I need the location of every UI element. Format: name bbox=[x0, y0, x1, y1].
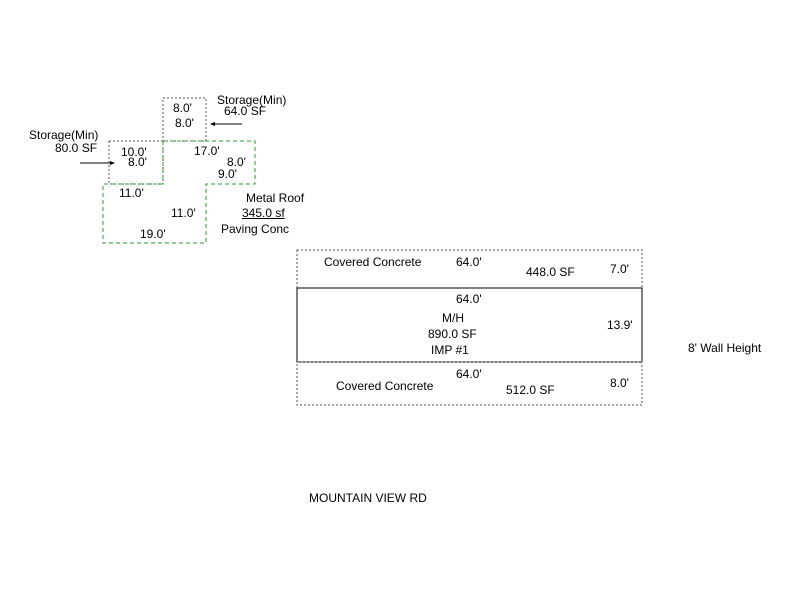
covered-concrete-top-outline bbox=[296, 249, 643, 289]
metal-roof-dim-bottom: 19.0' bbox=[140, 227, 166, 241]
storage-small-dim-side: 8.0' bbox=[175, 116, 194, 130]
metal-roof-dim-mid: 11.0' bbox=[171, 206, 196, 220]
metal-roof-area: 345.0 sf bbox=[242, 206, 285, 220]
covered-concrete-top-depth: 7.0' bbox=[610, 262, 629, 276]
mobile-home-improvement: IMP #1 bbox=[431, 343, 469, 357]
storage-left-dim-top: 10.0' bbox=[121, 145, 147, 159]
storage-left-pointer-head bbox=[110, 161, 115, 165]
metal-roof-outline bbox=[102, 140, 256, 244]
mobile-home-label: M/H bbox=[442, 311, 464, 325]
covered-concrete-bottom-area: 512.0 SF bbox=[506, 383, 555, 397]
storage-small-title: Storage(Min) bbox=[217, 93, 287, 107]
mobile-home-area: 890.0 SF bbox=[428, 327, 477, 341]
mobile-home-width: 64.0' bbox=[456, 292, 482, 306]
metal-roof-dim-right-side: 8.0' bbox=[227, 155, 246, 169]
storage-left-area: 80.0 SF bbox=[55, 141, 98, 155]
metal-roof-dim-top-right: 17.0' bbox=[194, 144, 220, 158]
storage-left-title: Storage(Min) bbox=[29, 128, 99, 142]
covered-concrete-top-width: 64.0' bbox=[456, 255, 482, 269]
metal-roof-dim-left-top: 11.0' bbox=[119, 186, 144, 200]
wall-height-note: 8' Wall Height bbox=[688, 341, 762, 355]
street-name: MOUNTAIN VIEW RD bbox=[309, 491, 427, 505]
covered-concrete-bottom-depth: 8.0' bbox=[610, 376, 629, 390]
covered-concrete-top-label: Covered Concrete bbox=[324, 255, 422, 269]
storage-left-dim-side: 8.0' bbox=[128, 155, 147, 169]
metal-roof-subtitle: Paving Conc bbox=[221, 222, 290, 236]
metal-roof-title: Metal Roof bbox=[246, 191, 305, 205]
mobile-home-depth: 13.9' bbox=[607, 318, 633, 332]
metal-roof-dim-right-bottom: 9.0' bbox=[218, 167, 237, 181]
covered-concrete-bottom-outline bbox=[296, 361, 643, 406]
storage-small-dim-top: 8.0' bbox=[173, 101, 192, 115]
covered-concrete-bottom-width: 64.0' bbox=[456, 367, 482, 381]
storage-small-pointer-head bbox=[210, 122, 215, 126]
covered-concrete-top-area: 448.0 SF bbox=[526, 265, 575, 279]
storage-small-outline bbox=[162, 97, 207, 142]
covered-concrete-bottom-label: Covered Concrete bbox=[336, 379, 434, 393]
storage-small-area: 64.0 SF bbox=[224, 104, 267, 118]
